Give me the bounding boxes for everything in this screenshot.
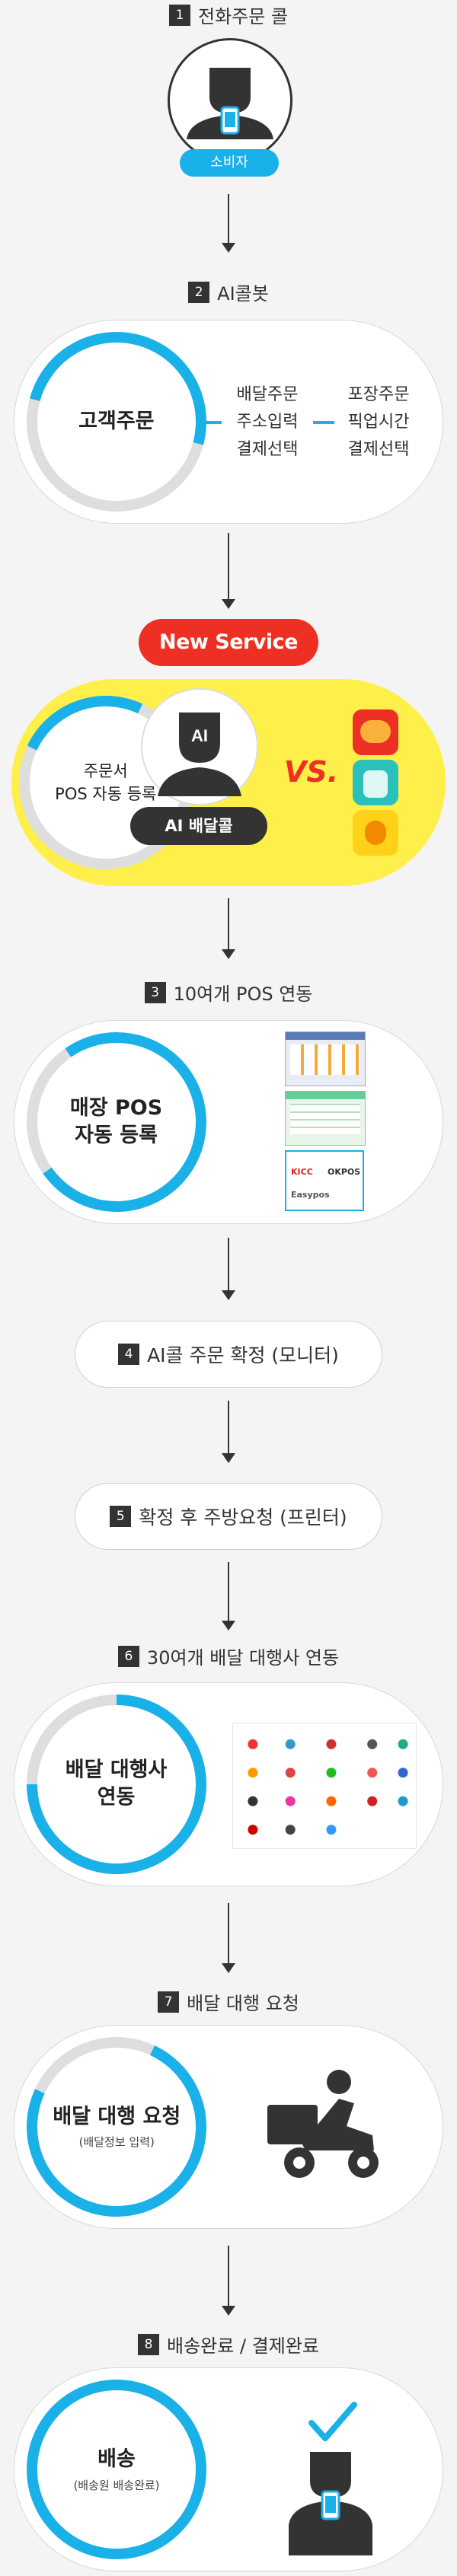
ai-label: AI [191,726,208,745]
flow-arrow [222,898,235,959]
step-label: 배송완료 / 결제완료 [167,2335,319,2357]
step-label: 10여개 POS 연동 [173,984,313,1005]
competitor-app-icon [353,709,398,755]
delivery-partner-logos [232,1723,417,1849]
pos-title: 매장 POS 자동 등록 [70,1095,163,1147]
pos-logo: KICC [291,1167,313,1177]
flow-arrow [222,533,235,609]
delivery-title: 배달 대행사 연동 [66,1758,168,1809]
step-number: 4 [118,1344,140,1365]
step-label: AI콜봇 [217,283,269,304]
option-text: 주소입력 [236,413,299,432]
done-card: 배송 (배송원 배송완료) [14,2367,443,2571]
step-number: 8 [138,2333,159,2355]
consumer-circle [168,38,292,163]
ai-bot-circle: AI [141,688,258,805]
step-label: AI콜 주문 확정 (모니터) [147,1344,339,1366]
pos-brand-logos: KICC OKPOS Easypos [285,1150,364,1211]
step-label: 확정 후 주방요청 (프린터) [139,1506,347,1529]
consumer-person-icon [187,68,273,139]
request-subtitle: (배달정보 입력) [78,2135,155,2150]
competitor-app-icon [353,810,398,856]
pos-screenshot [285,1031,366,1086]
flow-arrow [222,1562,235,1631]
new-service-card: 주문서 POS 자동 등록 AI AI 배달콜 VS. [0,671,446,894]
step-label: 전화주문 콜 [197,6,289,27]
done-title: 배송 [97,2447,136,2472]
pos-screenshot [285,1091,366,1146]
competitor-app-icon [353,760,398,805]
delivery-scooter-icon [267,2070,379,2178]
step-number: 6 [117,1645,139,1667]
flow-arrow [222,1238,235,1300]
step-1-header: 1 전화주문 콜 [0,2,457,28]
vs-text: VS. [284,755,339,789]
step-number: 3 [144,981,166,1003]
new-service-badge: New Service [139,619,318,666]
step-8-header: 8 배송완료 / 결제완료 [0,2331,457,2358]
step-7-header: 7 배달 대행 요청 [0,1988,457,2015]
pos-logo: OKPOS [328,1167,361,1177]
order-title: 고객주문 [78,409,155,433]
pos-card: 매장 POS 자동 등록 KICC OKPOS Easypos [12,1018,443,1226]
step-number: 5 [110,1506,132,1527]
flow-arrow [222,1903,235,1973]
step-6-header: 6 30여개 배달 대행사 연동 [0,1643,457,1669]
pos-logo: Easypos [291,1190,330,1200]
consumer-badge: 소비자 [180,149,279,177]
flow-arrow [222,1401,235,1463]
option-text: 배달주문 [236,385,299,404]
delivery-ring: 배달 대행사 연동 [0,1657,244,1911]
step-5-pill: 5 확정 후 주방요청 (프린터) [75,1483,382,1550]
step-label: 30여개 배달 대행사 연동 [146,1647,340,1669]
option-text: 픽업시간 [347,413,410,432]
pickup-order-options: 포장주문 픽업시간 결제선택 [333,381,424,464]
ai-call-badge: AI 배달콜 [130,807,267,845]
request-title: 배달 대행 요청 [53,2105,181,2129]
step-number: 7 [158,1991,180,2013]
request-card: 배달 대행 요청 (배달정보 입력) [1,2011,443,2243]
delivery-order-options: 배달주문 주소입력 결제선택 [222,381,313,464]
order-ring: 고객주문 [0,298,240,545]
done-subtitle: (배송원 배송완료) [73,2478,160,2492]
step-number: 1 [168,4,190,26]
request-ring: 배달 대행 요청 (배달정보 입력) [1,2011,232,2243]
pos-auto-label: 주문서 POS 자동 등록 [55,761,157,803]
step-3-header: 3 10여개 POS 연동 [0,979,457,1006]
check-icon [308,2402,357,2441]
order-card: 고객주문 배달주문 주소입력 결제선택 포장주문 픽업시간 결제선택 [0,298,443,545]
done-ring: 배송 (배송원 배송완료) [27,2380,206,2559]
delivered-person-icon [289,2402,372,2555]
option-text: 결제선택 [236,440,299,459]
option-text: 결제선택 [347,440,410,459]
option-text: 포장주문 [347,385,410,404]
connector-line [313,421,334,424]
pos-ring: 매장 POS 자동 등록 [12,1018,221,1226]
flow-arrow [222,2246,235,2316]
ai-robot-icon: AI [158,713,241,796]
step-label: 배달 대행 요청 [187,1993,299,2014]
delivery-card: 배달 대행사 연동 [0,1657,443,1911]
step-number: 2 [188,281,210,303]
step-4-pill: 4 AI콜 주문 확정 (모니터) [75,1321,382,1388]
connector-line [206,421,222,424]
step-2-header: 2 AI콜봇 [0,279,457,305]
flow-arrow [222,194,235,253]
